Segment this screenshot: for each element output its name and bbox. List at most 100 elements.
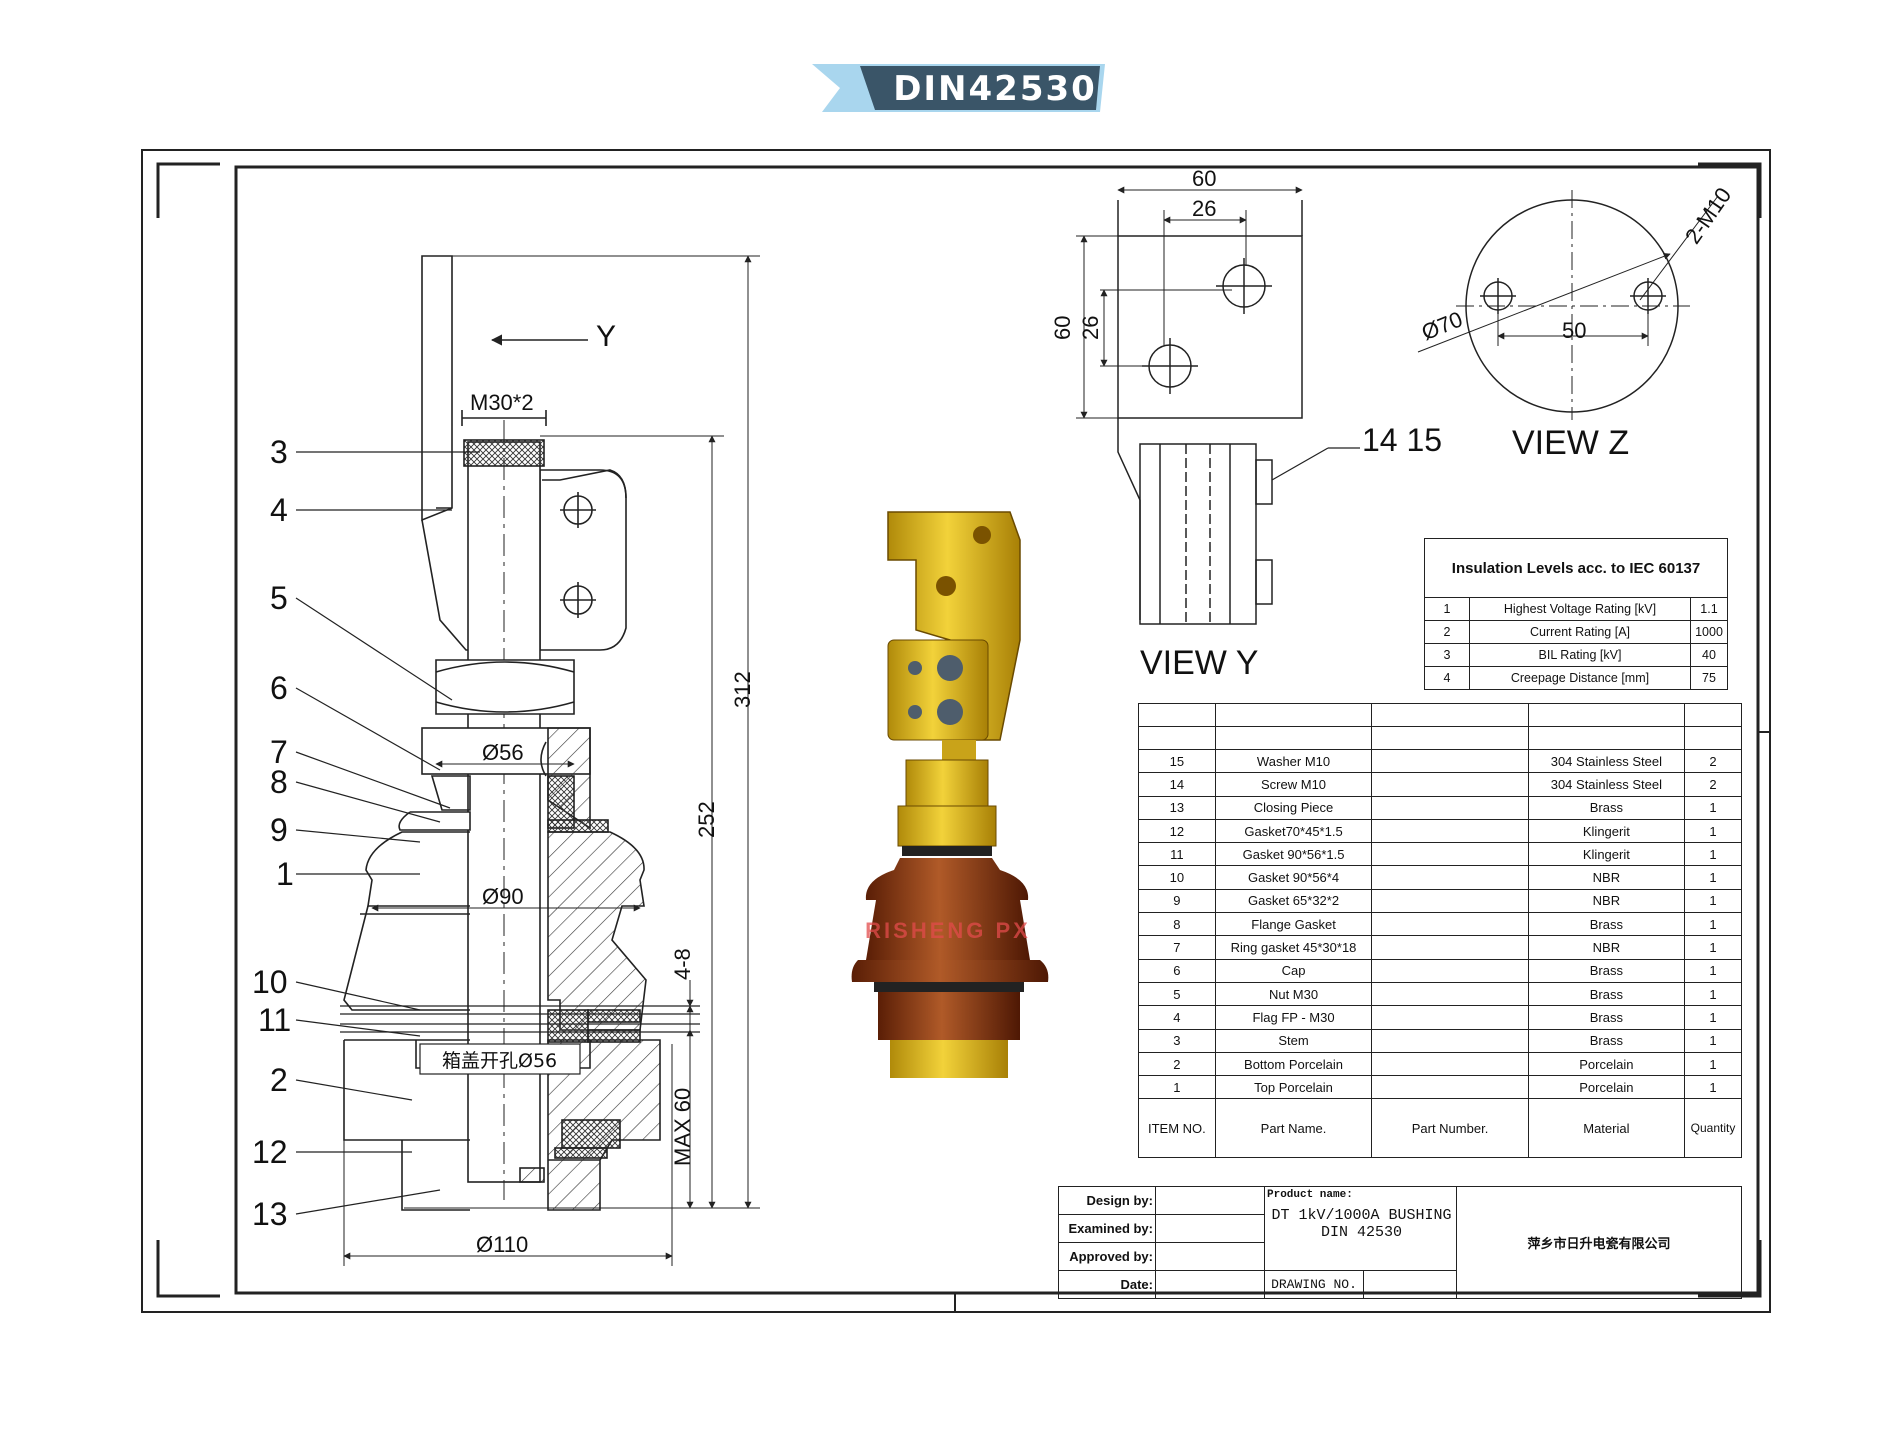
bom-name: Flange Gasket [1214, 912, 1373, 937]
viewy-dim-26-h: 26 [1078, 315, 1103, 340]
ins-value: 1000 [1690, 620, 1728, 644]
bom-name: Screw M10 [1214, 772, 1373, 797]
bom-number [1371, 912, 1529, 937]
bom-material: Brass [1527, 1028, 1686, 1053]
company-name: 萍乡市日升电瓷有限公司 [1456, 1186, 1742, 1299]
bom-name: Ring gasket 45*30*18 [1214, 935, 1373, 960]
bom-qty: 2 [1684, 748, 1742, 774]
bom-name: Gasket 90*56*1.5 [1214, 842, 1373, 867]
bom-qty: 1 [1684, 1005, 1742, 1030]
bom-name: Washer M10 [1214, 748, 1373, 774]
product-photo: RISHENG PX [851, 511, 1049, 1078]
bom-material: Porcelain [1527, 1051, 1686, 1077]
ins-no: 3 [1424, 643, 1470, 667]
bom-no: 7 [1138, 935, 1216, 960]
item-label-4: 4 [270, 492, 288, 528]
bom-number [1371, 865, 1529, 890]
view-z-label: VIEW Z [1512, 424, 1630, 462]
arrow-y-label: Y [596, 320, 617, 353]
item-label-12: 12 [252, 1134, 288, 1170]
item-label-2: 2 [270, 1062, 288, 1098]
dim-312: 312 [730, 671, 755, 708]
bom-no: 12 [1138, 818, 1216, 844]
header-quantity: Quantity [1684, 1098, 1742, 1159]
viewy-dim-60-w: 60 [1192, 166, 1217, 191]
table-header-row: ITEM NO. Part Name. Part Number. Materia… [1138, 1098, 1742, 1159]
design-by-label: Design by: [1058, 1186, 1156, 1215]
dim-d110: Ø110 [476, 1232, 529, 1257]
bom-no: 2 [1138, 1051, 1216, 1077]
dim-4-8: 4-8 [670, 948, 695, 980]
bom-qty: 2 [1684, 772, 1742, 797]
examined-by-label: Examined by: [1058, 1214, 1156, 1243]
bom-no: 6 [1138, 958, 1216, 983]
bom-qty: 1 [1684, 1051, 1742, 1077]
bom-name: Stem [1214, 1028, 1373, 1053]
ins-name: Current Rating [A] [1469, 620, 1691, 644]
bom-qty: 1 [1684, 981, 1742, 1007]
ins-name: BIL Rating [kV] [1469, 643, 1691, 667]
item-label-11: 11 [258, 1002, 292, 1038]
title-block: Design by: Product name: DT 1kV/1000A BU… [1058, 1186, 1742, 1299]
bom-number [1371, 1028, 1529, 1053]
viewy-dim-26-w: 26 [1192, 196, 1217, 221]
header-part-name: Part Name. [1214, 1098, 1373, 1159]
viewy-dim-60-h: 60 [1050, 315, 1075, 340]
ins-no: 1 [1424, 597, 1470, 621]
thread-label: M30*2 [470, 390, 534, 415]
header-part-number: Part Number. [1371, 1098, 1529, 1159]
bom-number [1371, 1051, 1529, 1077]
bom-material: Brass [1527, 795, 1686, 820]
bom-no: 1 [1138, 1075, 1216, 1100]
bom-qty: 1 [1684, 795, 1742, 820]
item-label-10: 10 [252, 964, 288, 1000]
bom-no: 15 [1138, 748, 1216, 774]
dim-d90: Ø90 [482, 884, 524, 909]
view-z-drawing [1417, 190, 1719, 420]
bom-material: NBR [1527, 888, 1686, 914]
ins-no: 4 [1424, 666, 1470, 690]
bom-name: Cap [1214, 958, 1373, 983]
bom-number [1371, 842, 1529, 867]
bom-name: Gasket70*45*1.5 [1214, 818, 1373, 844]
item-label-6: 6 [270, 670, 288, 706]
bom-material: Brass [1527, 912, 1686, 937]
item-label-8: 8 [270, 764, 288, 800]
bom-name: Closing Piece [1214, 795, 1373, 820]
section-drawing [295, 255, 760, 1266]
bom-name: Bottom Porcelain [1214, 1051, 1373, 1077]
bom-qty: 1 [1684, 865, 1742, 890]
bom-material: Klingerit [1527, 842, 1686, 867]
ins-name: Creepage Distance [mm] [1469, 666, 1691, 690]
bom-name: Flag FP - M30 [1214, 1005, 1373, 1030]
bom-material: 304 Stainless Steel [1527, 748, 1686, 774]
bom-name: Nut M30 [1214, 981, 1373, 1007]
item-label-7: 7 [270, 734, 288, 770]
bom-name: Gasket 90*56*4 [1214, 865, 1373, 890]
item-label-13: 13 [252, 1196, 288, 1232]
item-label-5: 5 [270, 580, 288, 616]
product-name-label: Product name: [1267, 1189, 1353, 1201]
bom-no: 11 [1138, 842, 1216, 867]
bom-number [1371, 1005, 1529, 1030]
bom-number [1371, 795, 1529, 820]
bom-number [1371, 888, 1529, 914]
bom-number [1371, 958, 1529, 983]
view-y-label: VIEW Y [1140, 644, 1259, 682]
ins-no: 2 [1424, 620, 1470, 644]
bom-material: Brass [1527, 981, 1686, 1007]
viewy-callout: 14 15 [1362, 422, 1443, 458]
product-name-cell: Product name: DT 1kV/1000A BUSHING DIN 4… [1264, 1186, 1457, 1271]
ins-value: 1.1 [1690, 597, 1728, 621]
